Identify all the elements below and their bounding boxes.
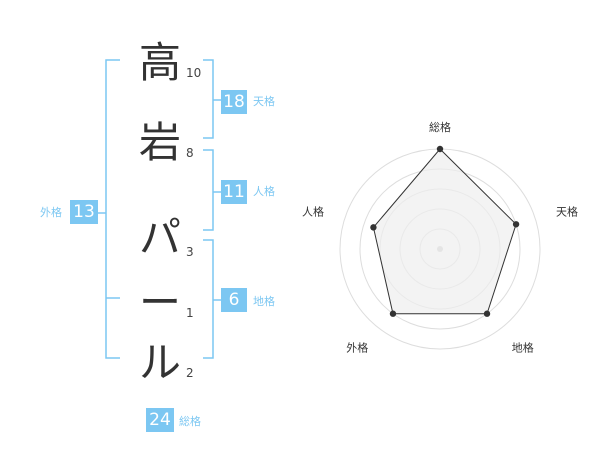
stroke-count-2: 8 [186,146,194,160]
name-char-5: ル [138,338,181,387]
radar-point-3 [483,310,491,317]
soukaku-label: 総格 [179,415,201,428]
soukaku-value-badge: 24 [146,408,174,432]
tenkaku-value-badge: 18 [221,90,247,114]
stroke-count-4: 1 [186,306,194,320]
name-char-1: 高 [138,38,181,87]
gaikaku-label: 外格 [40,206,62,219]
jinkaku-value-badge: 11 [221,180,247,204]
chikaku-label: 地格 [253,295,275,308]
name-char-4: ー [138,278,181,327]
radar-axis-label-1: 総格 [429,120,451,134]
radar-axis-label-5: 人格 [302,204,324,218]
jinkaku-label: 人格 [253,185,275,198]
stroke-count-3: 3 [186,245,194,259]
radar-axis-label-4: 外格 [346,341,368,355]
chikaku-value-badge: 6 [221,288,247,312]
radar-axis-label-3: 地格 [512,341,534,355]
radar-series-polygon [372,148,517,315]
radar-point-1 [436,145,444,153]
gaikaku-value-badge: 13 [70,200,98,224]
name-char-3: パ [138,213,181,262]
radar-point-4 [389,310,397,317]
radar-axis-label-2: 天格 [556,204,578,218]
tenkaku-label: 天格 [253,95,275,108]
stroke-count-5: 2 [186,366,194,380]
name-char-2: 岩 [138,118,181,167]
stroke-count-1: 10 [186,66,202,80]
radar-point-5 [370,224,377,231]
radar-point-2 [512,221,520,228]
